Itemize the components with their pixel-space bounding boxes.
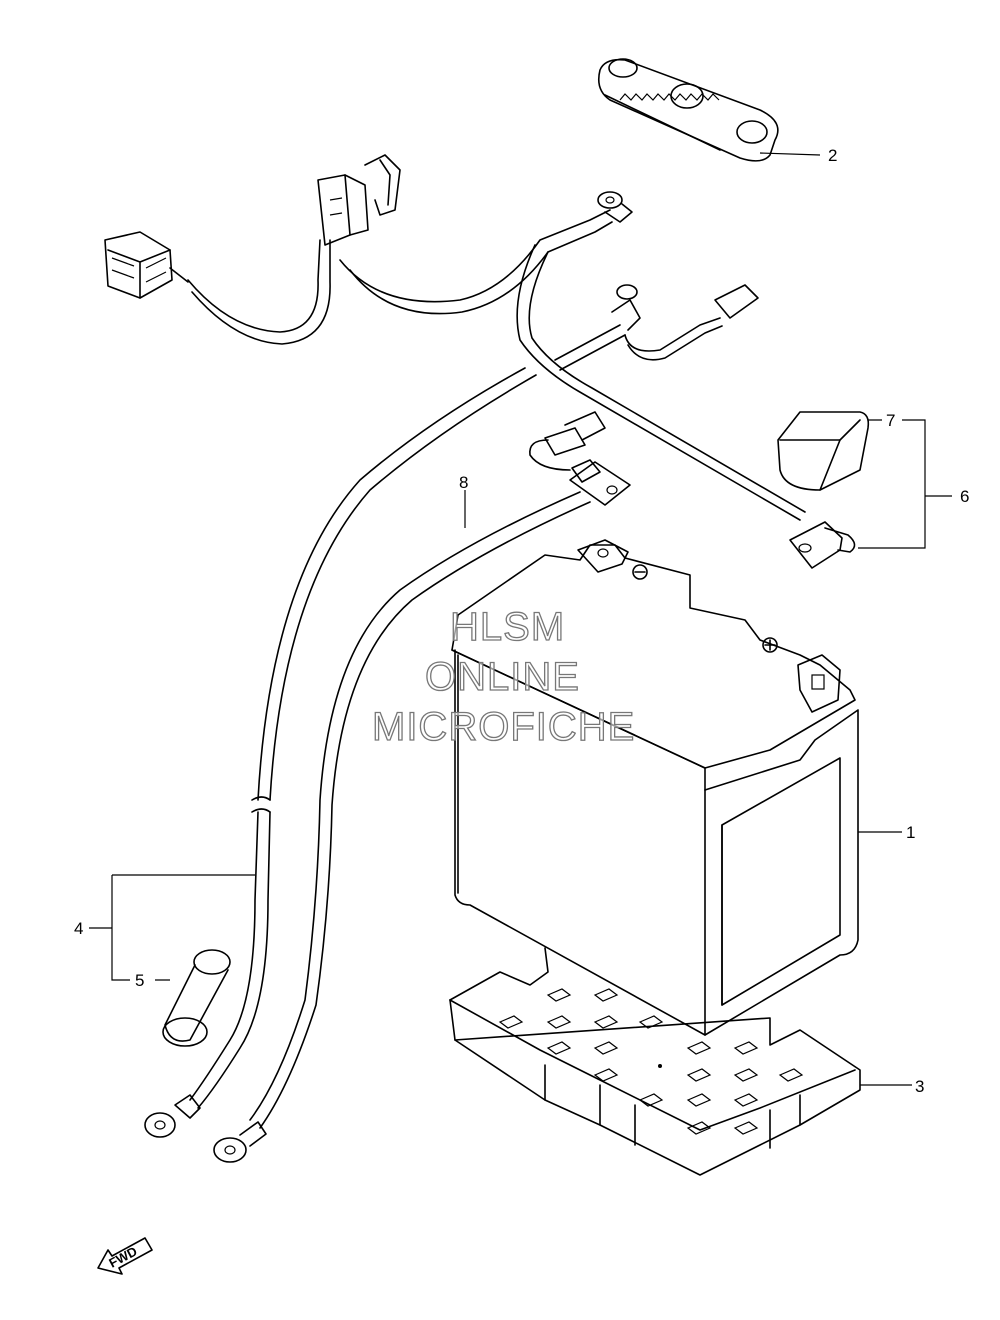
watermark-line-3: MICROFICHE [372, 705, 635, 749]
fuse-part-7 [777, 411, 870, 491]
terminal-cover-part [162, 949, 231, 1047]
callout-6: 6 [960, 487, 969, 506]
battery-tray-part [449, 947, 861, 1176]
forward-arrow-icon: FWD [97, 1237, 153, 1275]
callout-2: 2 [828, 146, 837, 165]
watermark-line-2: ONLINE [425, 655, 580, 699]
watermark-line-1: HLSM [450, 605, 565, 649]
callout-1: 1 [906, 823, 915, 842]
callout-5: 5 [135, 971, 144, 990]
callout-7: 7 [886, 411, 895, 430]
battery-part [451, 539, 859, 1036]
callout-8: 8 [459, 473, 468, 492]
battery-band-part [597, 58, 779, 162]
callout-4: 4 [74, 919, 83, 938]
cable-part-8 [213, 411, 631, 1163]
callout-3: 3 [915, 1077, 924, 1096]
cable-part-4 [144, 367, 537, 1138]
wiring-harness [104, 154, 856, 569]
leader-lines [89, 152, 952, 1086]
